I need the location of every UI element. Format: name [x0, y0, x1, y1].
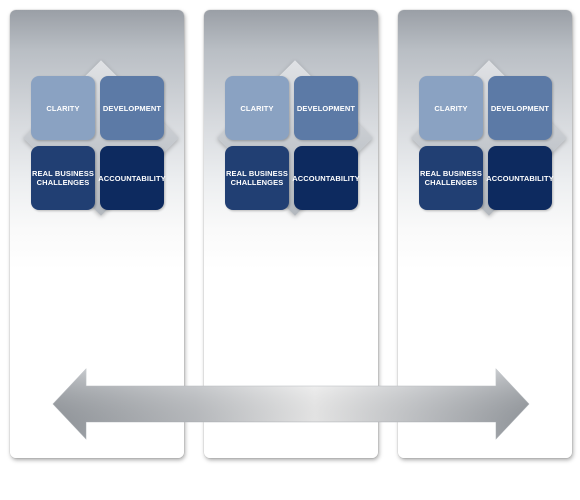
development-label: DEVELOPMENT — [296, 103, 356, 113]
development-label: DEVELOPMENT — [102, 103, 162, 113]
panel-1: CLARITY DEVELOPMENT REAL BUSINESS CHALLE… — [10, 10, 184, 458]
accountability-tile: ACCOUNTABILITY — [292, 146, 360, 210]
real-business-challenges-label: REAL BUSINESS CHALLENGES — [225, 169, 288, 187]
development-tile: DEVELOPMENT — [100, 76, 164, 140]
real-business-challenges-label: REAL BUSINESS CHALLENGES — [31, 169, 94, 187]
panel-3: CLARITY DEVELOPMENT REAL BUSINESS CHALLE… — [398, 10, 572, 458]
development-tile: DEVELOPMENT — [488, 76, 552, 140]
real-business-challenges-tile: REAL BUSINESS CHALLENGES — [419, 146, 483, 210]
accountability-tile: ACCOUNTABILITY — [486, 146, 554, 210]
development-label: DEVELOPMENT — [490, 103, 550, 113]
clarity-label: CLARITY — [434, 103, 468, 113]
clarity-label: CLARITY — [240, 103, 274, 113]
accountability-label: ACCOUNTABILITY — [486, 173, 554, 183]
clarity-tile: CLARITY — [31, 76, 95, 140]
clarity-tile: CLARITY — [225, 76, 289, 140]
real-business-challenges-label: REAL BUSINESS CHALLENGES — [419, 169, 482, 187]
development-tile: DEVELOPMENT — [294, 76, 358, 140]
clarity-tile: CLARITY — [419, 76, 483, 140]
real-business-challenges-tile: REAL BUSINESS CHALLENGES — [31, 146, 95, 210]
accountability-tile: ACCOUNTABILITY — [98, 146, 166, 210]
panel-2: CLARITY DEVELOPMENT REAL BUSINESS CHALLE… — [204, 10, 378, 458]
accountability-label: ACCOUNTABILITY — [292, 173, 360, 183]
clarity-label: CLARITY — [46, 103, 80, 113]
accountability-label: ACCOUNTABILITY — [98, 173, 166, 183]
real-business-challenges-tile: REAL BUSINESS CHALLENGES — [225, 146, 289, 210]
